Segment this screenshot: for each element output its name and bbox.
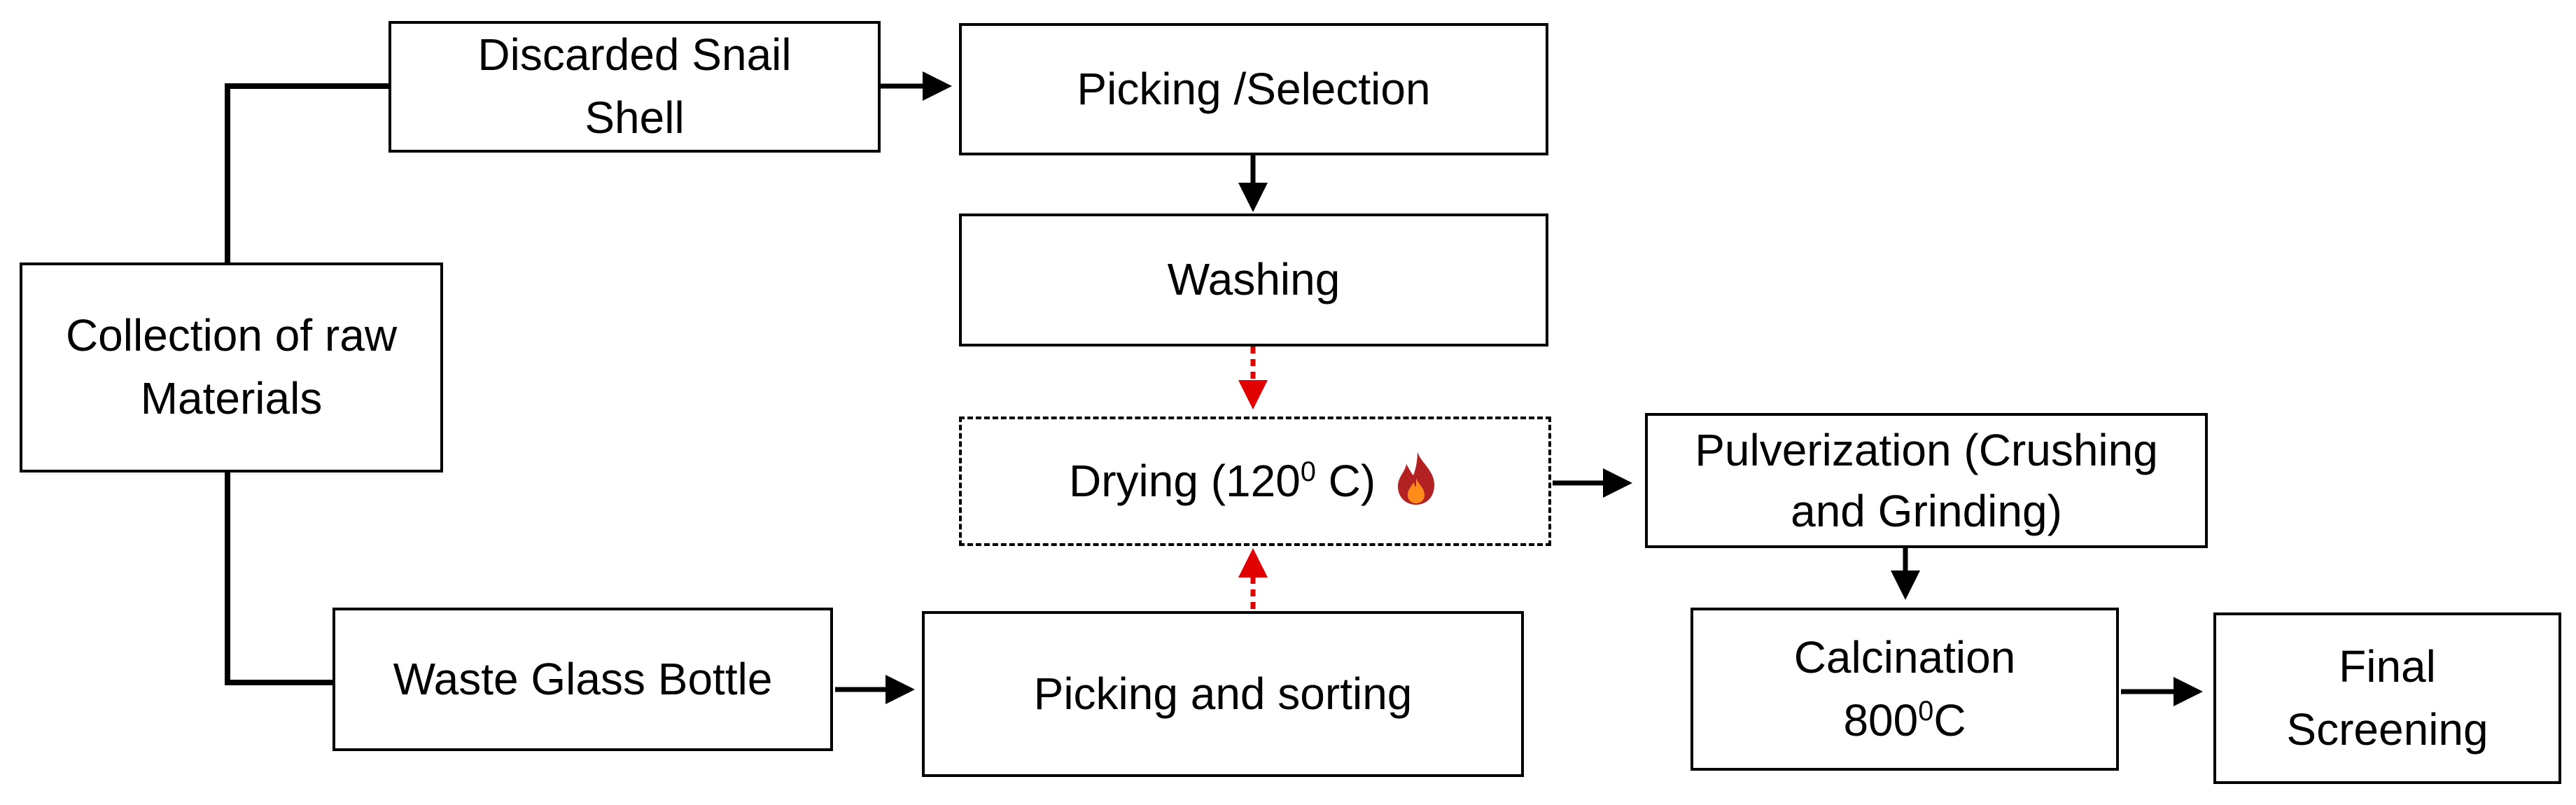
connector-to-snail-shell (225, 83, 388, 262)
collection-line2: Materials (140, 373, 323, 424)
picking-and-sorting-box: Picking and sorting (922, 611, 1524, 777)
collection-line1: Collection of raw (65, 310, 398, 361)
glass-bottle-label: Waste Glass Bottle (393, 653, 773, 704)
calcination-line2-sup: 0 (1918, 695, 1934, 727)
drying-label-sup: 0 (1300, 456, 1316, 487)
connector-to-glass-bottle (225, 472, 335, 685)
drying-label-pre: Drying (120 (1069, 455, 1301, 506)
drying-label-post: C) (1315, 455, 1376, 506)
flame-icon (1397, 451, 1434, 505)
picking-selection-box: Picking /Selection (959, 23, 1548, 155)
final-screening-line2: Screening (2286, 704, 2488, 755)
pulverization-line2: and Grinding) (1791, 485, 2062, 536)
discarded-snail-shell-box: Discarded Snail Shell (388, 21, 881, 153)
final-screening-box: Final Screening (2213, 612, 2561, 784)
snail-shell-line2: Shell (584, 92, 685, 143)
waste-glass-bottle-box: Waste Glass Bottle (332, 608, 833, 751)
final-screening-line1: Final (2339, 640, 2436, 692)
pulverization-box: Pulverization (Crushing and Grinding) (1645, 413, 2208, 548)
calcination-line2-post: C (1933, 694, 1966, 746)
snail-shell-line1: Discarded Snail (477, 29, 792, 80)
washing-label: Washing (1167, 254, 1340, 305)
calcination-box: Calcination 8000C (1690, 608, 2119, 771)
washing-box: Washing (959, 214, 1548, 346)
calcination-line1: Calcination (1793, 631, 2016, 682)
calcination-line2-pre: 800 (1843, 694, 1919, 746)
drying-box: Drying (1200 C) (959, 416, 1551, 546)
picking-sorting-label: Picking and sorting (1033, 668, 1413, 719)
pulverization-line1: Pulverization (Crushing (1695, 425, 2158, 476)
picking-selection-label: Picking /Selection (1077, 63, 1431, 114)
collection-of-raw-materials-box: Collection of raw Materials (20, 262, 443, 472)
